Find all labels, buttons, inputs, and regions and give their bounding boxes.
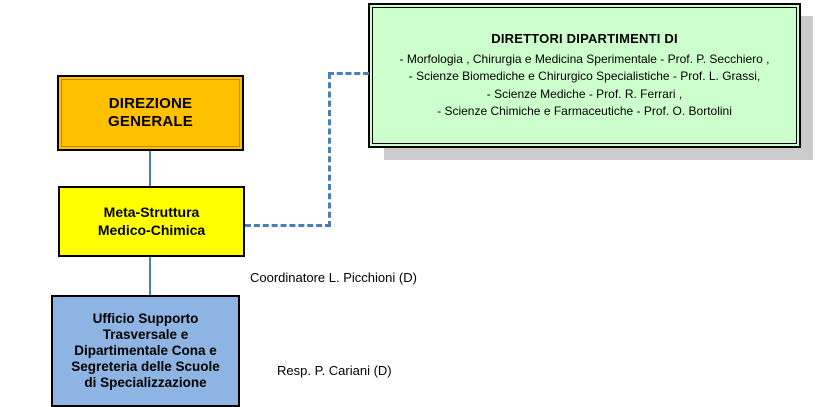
node-direttori-dipartimenti[interactable]: DIRETTORI DIPARTIMENTI DI - Morfologia ,… — [368, 3, 801, 148]
connector-meta-to-ufficio — [149, 257, 151, 295]
direttori-line-1: - Morfologia , Chirurgia e Medicina Sper… — [399, 51, 770, 66]
direttori-line-2: - Scienze Biomediche e Chirurgico Specia… — [408, 69, 761, 84]
caption-responsabile: Resp. P. Cariani (D) — [277, 363, 392, 378]
connector-meta-to-direttori-segment-horizontal-upper — [328, 72, 369, 75]
node-direzione-generale[interactable]: DIREZIONE GENERALE — [57, 75, 244, 151]
node-ufficio-supporto[interactable]: Ufficio Supporto Trasversale e Dipartime… — [51, 295, 240, 407]
caption-coordinatore: Coordinatore L. Picchioni (D) — [250, 270, 417, 285]
connector-meta-to-direttori-segment-horizontal-lower — [245, 224, 331, 227]
direttori-line-3: - Scienze Mediche - Prof. R. Ferrari , — [486, 86, 683, 101]
connector-direzione-to-meta — [149, 151, 151, 186]
direttori-line-4: - Scienze Chimiche e Farmaceutiche - Pro… — [437, 103, 732, 118]
direzione-generale-label: DIREZIONE GENERALE — [108, 94, 193, 130]
meta-struttura-label: Meta-Struttura Medico-Chimica — [97, 204, 206, 238]
ufficio-supporto-label: Ufficio Supporto Trasversale e Dipartime… — [71, 311, 220, 390]
node-meta-struttura[interactable]: Meta-Struttura Medico-Chimica — [58, 186, 245, 257]
direttori-inner-frame: DIRETTORI DIPARTIMENTI DI - Morfologia ,… — [372, 7, 797, 144]
connector-meta-to-direttori-segment-vertical — [328, 73, 331, 227]
direzione-generale-inner-frame: DIREZIONE GENERALE — [61, 79, 240, 147]
direttori-title: DIRETTORI DIPARTIMENTI DI — [491, 30, 678, 46]
